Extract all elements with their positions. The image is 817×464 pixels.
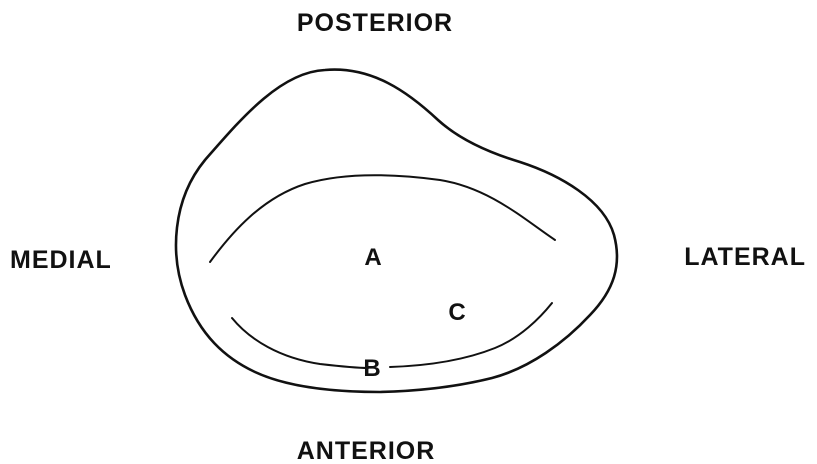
region-b-label: B bbox=[363, 355, 380, 382]
anterior-label: ANTERIOR bbox=[297, 437, 436, 464]
medial-label: MEDIAL bbox=[10, 246, 112, 274]
upper-inner-arc bbox=[210, 175, 555, 262]
region-c-label: C bbox=[448, 299, 465, 326]
region-a-label: A bbox=[364, 244, 381, 271]
lower-inner-arc-right bbox=[390, 303, 552, 367]
lower-inner-arc bbox=[232, 318, 368, 368]
lateral-label: LATERAL bbox=[684, 243, 806, 271]
posterior-label: POSTERIOR bbox=[297, 9, 453, 37]
outer-contour bbox=[176, 70, 617, 392]
